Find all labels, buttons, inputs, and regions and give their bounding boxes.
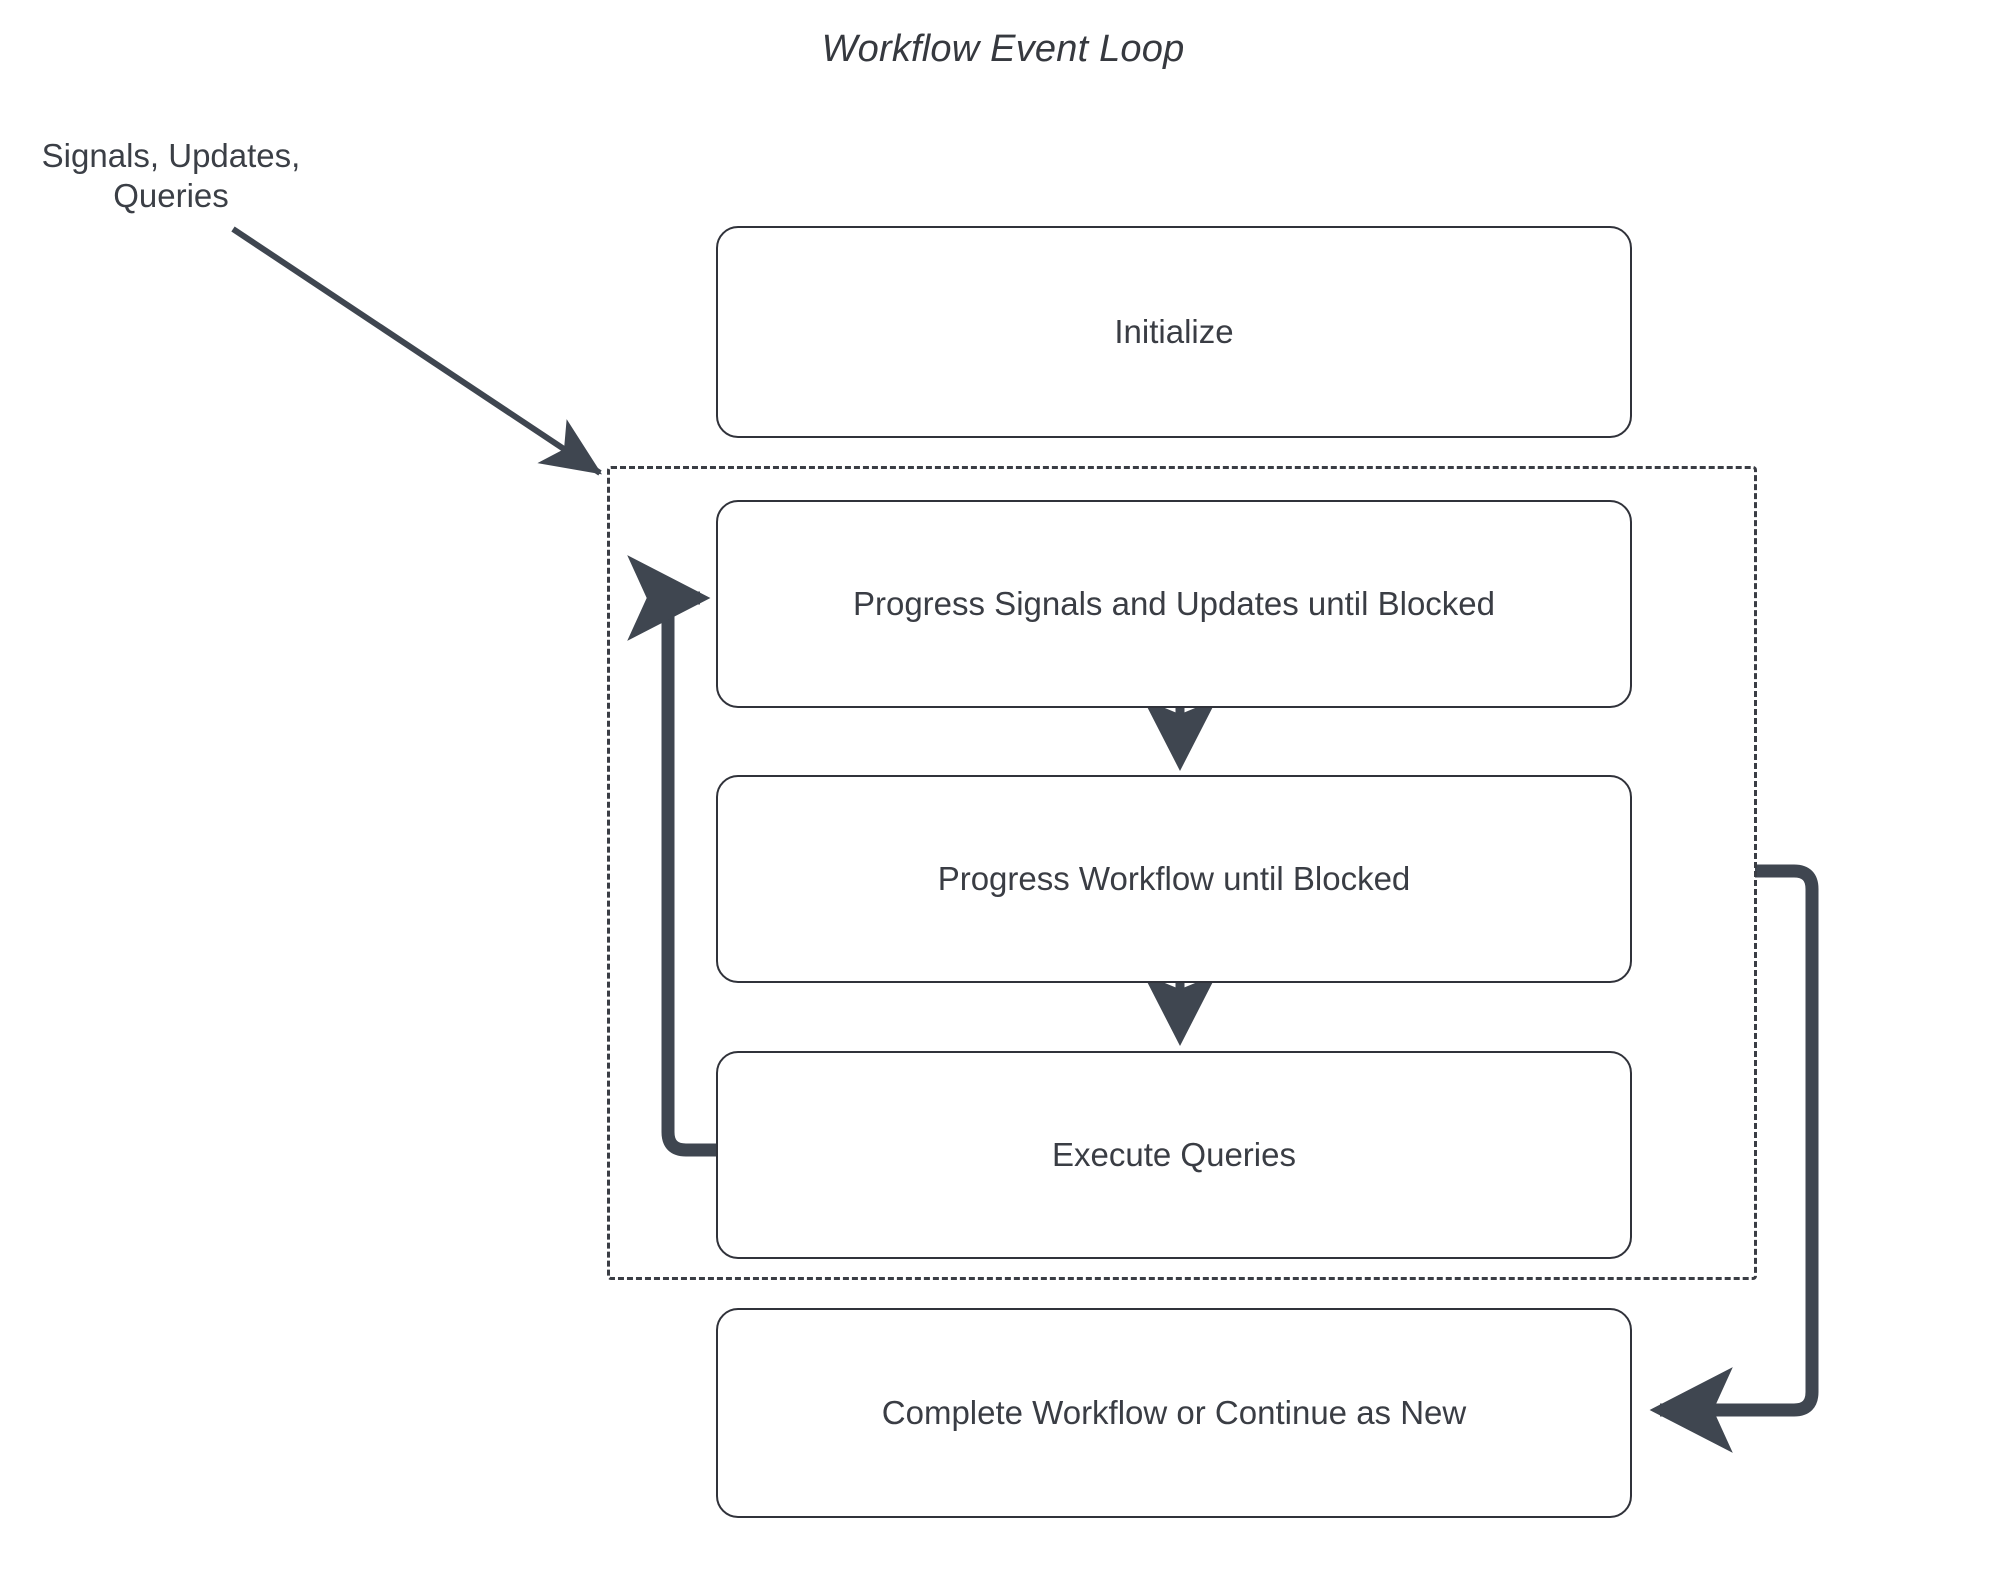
node-progress-workflow[interactable]: Progress Workflow until Blocked [716, 775, 1632, 983]
node-initialize-label: Initialize [1114, 313, 1234, 350]
node-complete-workflow-label: Complete Workflow or Continue as New [881, 1394, 1467, 1431]
node-execute-queries[interactable]: Execute Queries [716, 1051, 1632, 1259]
node-execute-queries-label: Execute Queries [1052, 1136, 1296, 1173]
node-progress-workflow-label: Progress Workflow until Blocked [937, 860, 1411, 897]
event-loop-group [607, 466, 1757, 1280]
page-title: Workflow Event Loop [821, 28, 1185, 70]
external-input-label: Signals, Updates, Queries [41, 137, 301, 215]
node-complete-workflow[interactable]: Complete Workflow or Continue as New [716, 1308, 1632, 1518]
node-initialize[interactable]: Initialize [716, 226, 1632, 438]
edge-signals-to-loop [231, 226, 602, 476]
node-progress-signals[interactable]: Progress Signals and Updates until Block… [716, 500, 1632, 708]
node-progress-signals-label: Progress Signals and Updates until Block… [852, 585, 1496, 622]
